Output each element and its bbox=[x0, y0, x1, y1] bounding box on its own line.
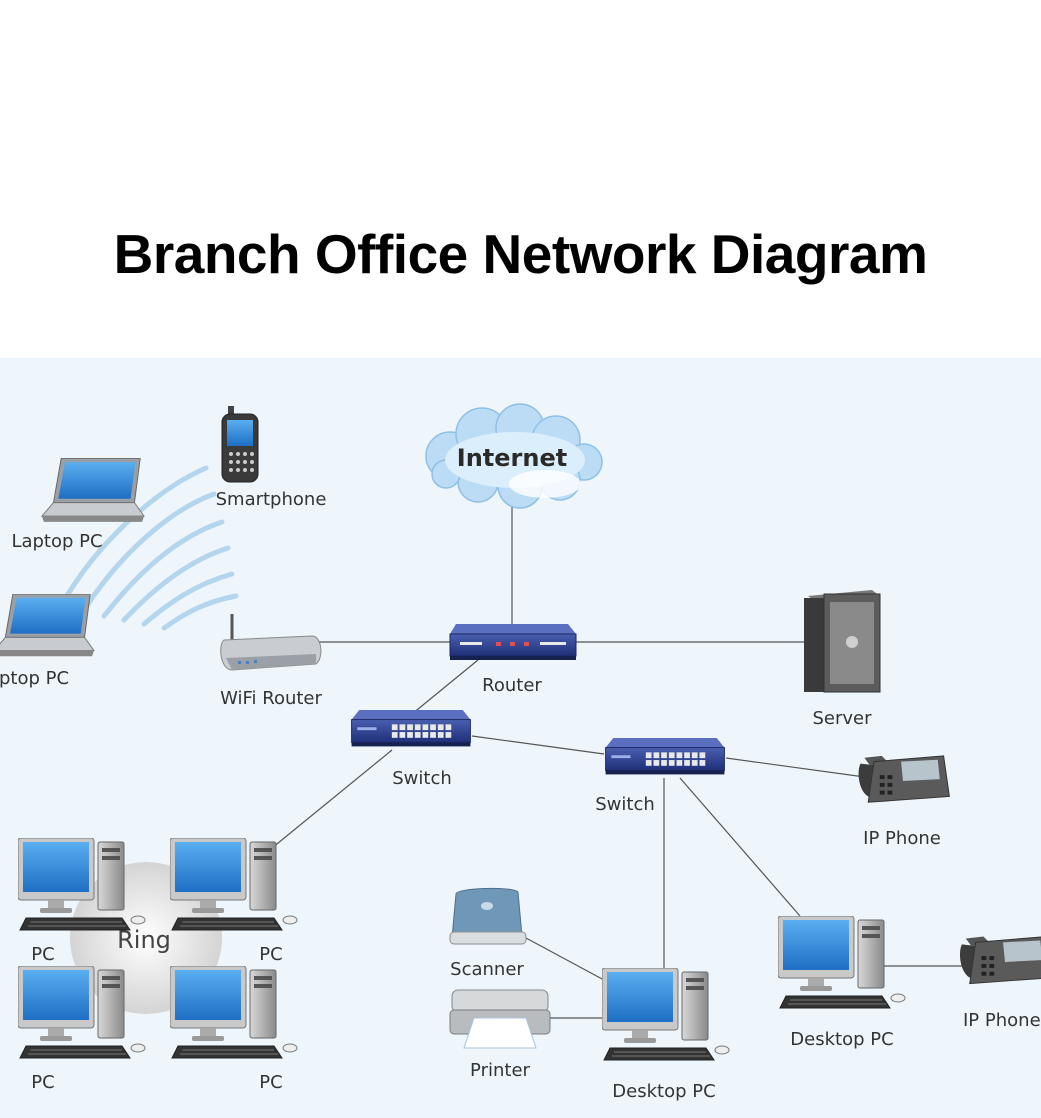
connection-lines bbox=[271, 498, 970, 1019]
ring-pc-label-4: PC bbox=[259, 1072, 282, 1093]
wifi-router-icon[interactable] bbox=[220, 614, 322, 671]
laptop-label-2: ptop PC bbox=[0, 668, 69, 689]
ring-pc-label-3: PC bbox=[31, 1072, 54, 1093]
page-title: Branch Office Network Diagram bbox=[113, 223, 928, 285]
internet-label: Internet bbox=[457, 444, 567, 472]
ip-phone-icon-1[interactable] bbox=[858, 755, 950, 803]
laptop-icon-2[interactable] bbox=[0, 594, 95, 657]
printer-icon[interactable] bbox=[449, 989, 551, 1049]
laptop-icon-1[interactable] bbox=[41, 458, 145, 523]
ip-phone-icon-2[interactable] bbox=[959, 936, 1041, 985]
router-label: Router bbox=[482, 675, 542, 696]
ring-pc-label-2: PC bbox=[259, 944, 282, 965]
diagram-panel: Internet Smartphone Laptop PC ptop PC Wi… bbox=[0, 358, 1041, 1118]
printer-label: Printer bbox=[470, 1060, 530, 1081]
server-icon[interactable] bbox=[804, 590, 881, 693]
router-icon[interactable] bbox=[449, 624, 577, 660]
ip-phone-label-2: IP Phone bbox=[963, 1010, 1041, 1031]
laptop-label-1: Laptop PC bbox=[11, 531, 102, 552]
scanner-icon[interactable] bbox=[449, 887, 527, 945]
switch-label-2: Switch bbox=[595, 794, 655, 815]
desktop-pc-icon-1[interactable] bbox=[602, 968, 730, 1061]
server-label: Server bbox=[812, 708, 872, 729]
desktop-pc-icon-2[interactable] bbox=[778, 916, 906, 1009]
ip-phone-label-1: IP Phone bbox=[863, 828, 941, 849]
smartphone-icon[interactable] bbox=[221, 406, 259, 483]
desktop-pc-label-2: Desktop PC bbox=[790, 1029, 893, 1050]
smartphone-label: Smartphone bbox=[216, 489, 327, 510]
switch-icon-1[interactable] bbox=[351, 710, 471, 747]
switch-icon-2[interactable] bbox=[605, 738, 725, 775]
ring-pc-icon-4[interactable] bbox=[170, 966, 298, 1059]
switch-label-1: Switch bbox=[392, 768, 452, 789]
ring-pc-label-1: PC bbox=[31, 944, 54, 965]
scanner-label: Scanner bbox=[450, 959, 524, 980]
wifi-router-label: WiFi Router bbox=[220, 688, 322, 709]
internet-cloud-icon[interactable] bbox=[425, 403, 603, 509]
desktop-pc-label-1: Desktop PC bbox=[612, 1081, 715, 1102]
ring-label: Ring bbox=[117, 926, 171, 954]
network-diagram: Internet Smartphone Laptop PC ptop PC Wi… bbox=[0, 403, 1041, 1102]
